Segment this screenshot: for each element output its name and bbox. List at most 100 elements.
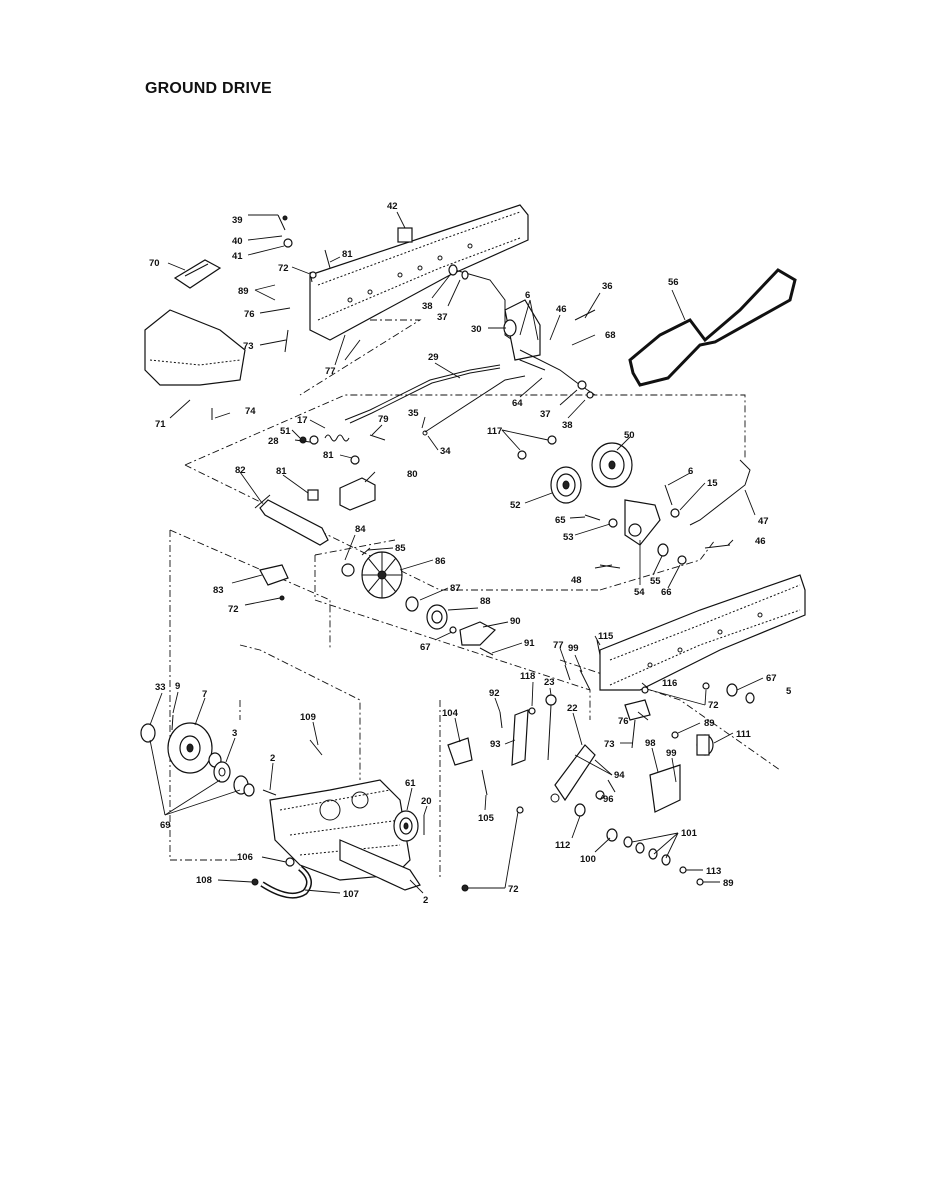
drive-belt <box>628 268 797 387</box>
callout-64: 64 <box>512 398 523 409</box>
callout-23: 23 <box>544 677 555 688</box>
callout-67: 67 <box>766 673 777 684</box>
bracket-90 <box>459 621 496 646</box>
pivot-block <box>339 477 376 511</box>
callout-3: 3 <box>232 728 237 739</box>
callout-47: 47 <box>758 516 769 527</box>
transaxle <box>269 779 421 891</box>
cooling-fan <box>341 551 403 599</box>
callout-53: 53 <box>563 532 574 543</box>
brake-rod <box>424 375 526 433</box>
callout-9: 9 <box>175 681 180 692</box>
washer-3 <box>213 761 231 783</box>
callout-22: 22 <box>567 703 578 714</box>
callout-17: 17 <box>297 415 308 426</box>
callout-81: 81 <box>342 249 353 260</box>
callout-38: 38 <box>422 301 433 312</box>
callout-79: 79 <box>378 414 389 425</box>
callout-82: 82 <box>235 465 246 476</box>
callout-2: 2 <box>423 895 428 906</box>
transaxle-pulley <box>393 810 419 842</box>
callout-93: 93 <box>490 739 501 750</box>
callout-81: 81 <box>323 450 334 461</box>
control-rod <box>519 349 751 526</box>
callout-6: 6 <box>688 466 693 477</box>
washer-stack <box>574 803 671 866</box>
pulley-small <box>550 466 582 504</box>
callout-35: 35 <box>408 408 419 419</box>
idler-bracket <box>624 499 661 546</box>
callout-72: 72 <box>278 263 289 274</box>
callout-117: 117 <box>487 426 502 437</box>
callout-55: 55 <box>650 576 661 587</box>
callout-112: 112 <box>555 840 570 851</box>
callout-84: 84 <box>355 524 366 535</box>
callout-56: 56 <box>668 277 679 288</box>
callout-87: 87 <box>450 583 461 594</box>
callout-86: 86 <box>435 556 446 567</box>
callout-85: 85 <box>395 543 406 554</box>
callout-46: 46 <box>556 304 567 315</box>
callout-37: 37 <box>437 312 448 323</box>
callout-99: 99 <box>666 748 677 759</box>
callout-89: 89 <box>704 718 715 729</box>
callout-115: 115 <box>598 631 614 642</box>
callout-71: 71 <box>155 419 166 430</box>
pivot-bracket-upper <box>454 269 546 371</box>
callout-39: 39 <box>232 215 243 226</box>
callout-76: 76 <box>618 716 629 727</box>
callout-70: 70 <box>149 258 160 269</box>
callout-29: 29 <box>428 352 439 363</box>
lever-22 <box>550 744 596 803</box>
callout-94: 94 <box>614 770 625 781</box>
bracket-76 <box>624 699 651 721</box>
callout-51: 51 <box>280 426 291 437</box>
callout-116: 116 <box>662 678 677 689</box>
callout-72: 72 <box>228 604 239 615</box>
page-title: GROUND DRIVE <box>145 80 272 97</box>
callout-72: 72 <box>708 700 719 711</box>
callout-67: 67 <box>420 642 431 653</box>
pulley-large <box>591 442 633 488</box>
callout-52: 52 <box>510 500 521 511</box>
callout-2: 2 <box>270 753 275 764</box>
callout-89: 89 <box>238 286 249 297</box>
callout-72: 72 <box>508 884 519 895</box>
callout-73: 73 <box>243 341 254 352</box>
callout-6: 6 <box>525 290 530 301</box>
body-panel <box>144 309 246 386</box>
callout-30: 30 <box>471 324 482 335</box>
callout-34: 34 <box>440 446 451 457</box>
wheel-hub <box>167 722 222 774</box>
assembly-boundary-lines <box>169 319 781 880</box>
callout-113: 113 <box>706 866 721 877</box>
callout-77: 77 <box>553 640 564 651</box>
frame-rail-upper <box>309 204 529 341</box>
callout-68: 68 <box>605 330 616 341</box>
washer-69 <box>233 775 255 797</box>
frame-rail-lower <box>599 574 806 691</box>
callout-labels: 39 40 41 42 70 72 81 89 76 73 77 38 37 3… <box>149 201 792 906</box>
callout-41: 41 <box>232 251 243 262</box>
callout-61: 61 <box>405 778 416 789</box>
callout-83: 83 <box>213 585 224 596</box>
link-93 <box>511 709 529 766</box>
callout-5: 5 <box>786 686 792 697</box>
callout-80: 80 <box>407 469 418 480</box>
retaining-ring <box>140 723 156 743</box>
callout-111: 111 <box>736 729 752 740</box>
callout-50: 50 <box>624 430 635 441</box>
callout-65: 65 <box>555 515 566 526</box>
callout-92: 92 <box>489 688 500 699</box>
callout-106: 106 <box>237 852 253 863</box>
callout-15: 15 <box>707 478 718 489</box>
callout-100: 100 <box>580 854 596 865</box>
bracket-104 <box>447 737 473 766</box>
callout-38: 38 <box>562 420 573 431</box>
callout-81: 81 <box>276 466 287 477</box>
callout-104: 104 <box>442 708 459 719</box>
callout-20: 20 <box>421 796 432 807</box>
pedal-cover <box>173 259 222 289</box>
fasteners <box>171 214 755 892</box>
